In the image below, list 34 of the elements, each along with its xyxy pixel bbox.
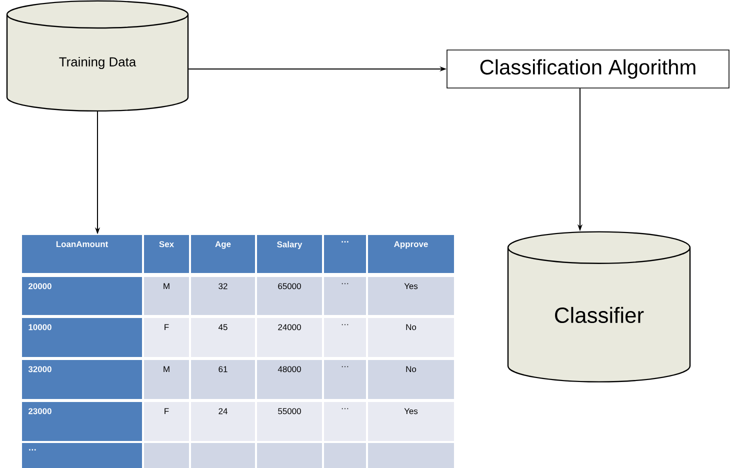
table-cell: Yes xyxy=(368,402,454,441)
table-cell: F xyxy=(144,318,189,357)
table-cell: 32000 xyxy=(22,360,142,399)
process-box: Classification Algorithm xyxy=(446,50,730,88)
table-cell: Approve xyxy=(368,235,454,273)
table-cell: 61 xyxy=(191,360,255,399)
table-cell: 65000 xyxy=(257,277,322,315)
table-cell: … xyxy=(324,360,366,399)
table-cell: 23000 xyxy=(22,402,142,441)
table-cell: … xyxy=(22,443,142,468)
table-cell: F xyxy=(144,402,189,441)
table-cell: 55000 xyxy=(257,402,322,441)
table-cell: M xyxy=(144,360,189,399)
table-cell: Age xyxy=(191,235,255,273)
table-cell: Salary xyxy=(257,235,322,273)
table-cell: 45 xyxy=(191,318,255,357)
database-cylinder: Training Data xyxy=(6,0,189,112)
table-cell: 20000 xyxy=(22,277,142,315)
table-cell: LoanAmount xyxy=(22,235,142,273)
table-cell: … xyxy=(324,402,366,441)
table-cell: M xyxy=(144,277,189,315)
table-cell: 48000 xyxy=(257,360,322,399)
table-cell: 10000 xyxy=(22,318,142,357)
table-cell: 24000 xyxy=(257,318,322,357)
table-cell: … xyxy=(324,318,366,357)
database-cylinder: Classifier xyxy=(507,231,691,382)
table-cell: Sex xyxy=(144,235,189,273)
table-cell: … xyxy=(324,235,366,273)
table-cell: Yes xyxy=(368,277,454,315)
table-cell: … xyxy=(324,277,366,315)
table-cell: 24 xyxy=(191,402,255,441)
table-cell: No xyxy=(368,318,454,357)
table-cell: 32 xyxy=(191,277,255,315)
table-cell: No xyxy=(368,360,454,399)
